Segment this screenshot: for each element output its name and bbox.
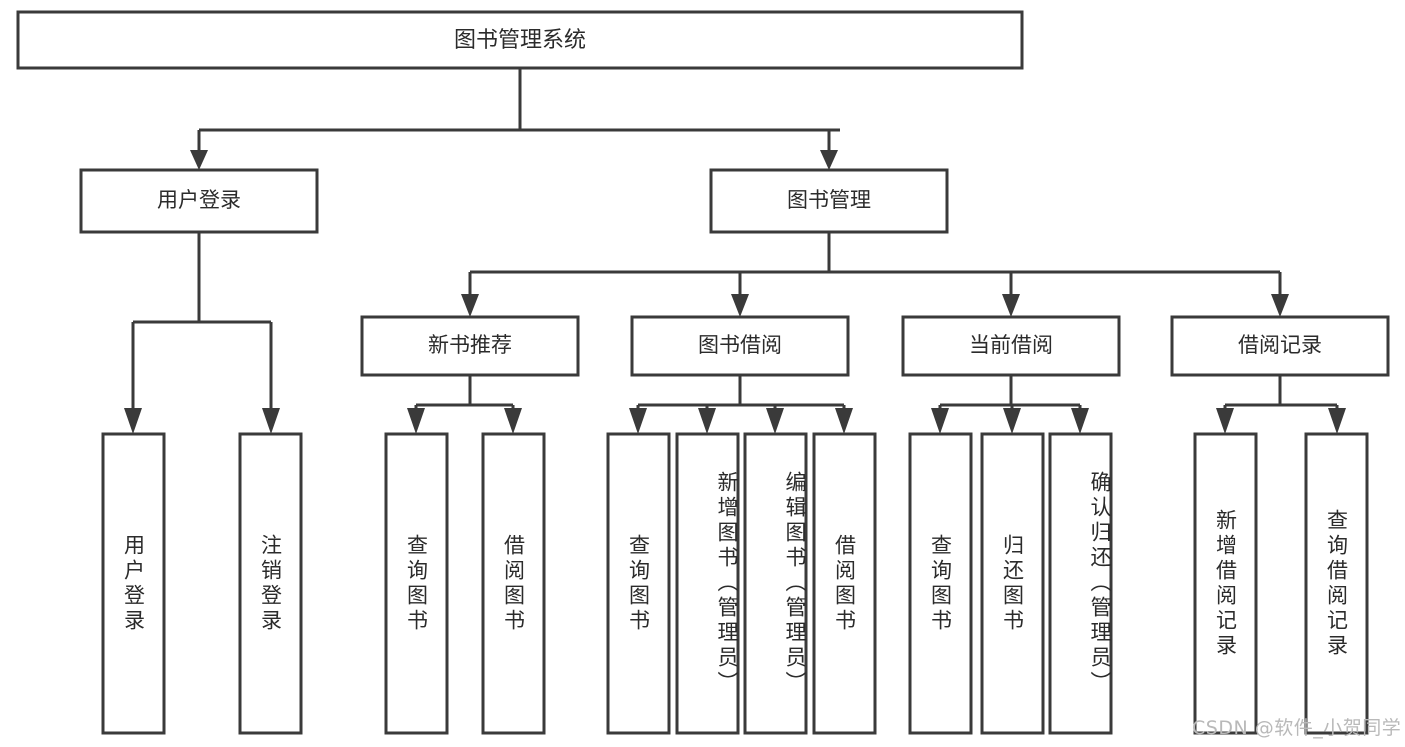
leaf-add-record-box[interactable]	[1193, 432, 1258, 735]
leaf-query-book-3-box[interactable]	[908, 432, 973, 735]
csdn-watermark: CSDN @软件_小贺同学	[1192, 717, 1402, 739]
arrowhead-user-login	[190, 150, 208, 170]
arrowhead-leaf-query-book-2	[629, 408, 647, 434]
node-new-book-rec-box[interactable]	[360, 315, 580, 377]
arrowhead-new-book-rec	[461, 294, 479, 317]
node-user-login-label: 用户登录	[157, 188, 241, 212]
arrowhead-leaf-return-book	[1003, 408, 1021, 434]
arrowhead-book-manage	[820, 150, 838, 170]
arrowhead-book-borrow	[731, 294, 749, 317]
leaf-user-logout-box[interactable]	[238, 432, 303, 735]
leaf-user-login-box[interactable]	[101, 432, 166, 735]
leaf-query-book-1-box[interactable]	[384, 432, 449, 735]
arrowhead-current-borrow	[1002, 294, 1020, 317]
leaf-borrow-book-1-box[interactable]	[481, 432, 546, 735]
arrowhead-leaf-confirm-return	[1071, 408, 1089, 434]
arrowhead-leaf-user-logout	[262, 408, 280, 434]
arrowhead-leaf-edit-book	[766, 408, 784, 434]
arrowhead-leaf-add-book	[698, 408, 716, 434]
node-root-label: 图书管理系统	[454, 28, 586, 53]
arrowhead-leaf-add-record	[1216, 408, 1234, 434]
arrowhead-leaf-query-book-1	[407, 408, 425, 434]
node-book-borrow-label: 图书借阅	[698, 333, 782, 357]
leaf-confirm-return-box[interactable]	[1048, 432, 1113, 735]
arrowhead-leaf-query-record	[1328, 408, 1346, 434]
arrowhead-leaf-borrow-book-1	[504, 408, 522, 434]
leaf-query-record-box[interactable]	[1304, 432, 1369, 735]
node-new-book-rec-label: 新书推荐	[428, 333, 512, 357]
arrowhead-leaf-borrow-book-2	[835, 408, 853, 434]
leaf-borrow-book-2-box[interactable]	[812, 432, 877, 735]
node-root[interactable]: 图书管理系统	[16, 10, 1024, 70]
arrowhead-leaf-query-book-3	[931, 408, 949, 434]
node-borrow-record-label: 借阅记录	[1238, 333, 1322, 357]
node-borrow-record-box[interactable]	[1170, 315, 1390, 377]
node-user-login[interactable]: 用户登录	[79, 168, 319, 234]
node-book-manage-box[interactable]	[709, 168, 949, 234]
node-book-manage[interactable]: 图书管理	[709, 168, 949, 234]
leaf-add-book-box[interactable]	[675, 432, 740, 735]
node-root-box[interactable]	[16, 10, 1024, 70]
node-user-login-box[interactable]	[79, 168, 319, 234]
node-new-book-rec[interactable]: 新书推荐	[360, 315, 580, 377]
node-borrow-record[interactable]: 借阅记录	[1170, 315, 1390, 377]
node-book-borrow[interactable]: 图书借阅	[630, 315, 850, 377]
arrowhead-borrow-record	[1271, 294, 1289, 317]
leaf-return-book-box[interactable]	[980, 432, 1045, 735]
connector-layer	[124, 68, 1346, 434]
leaf-query-book-2-box[interactable]	[606, 432, 671, 735]
node-current-borrow[interactable]: 当前借阅	[901, 315, 1121, 377]
node-book-borrow-box[interactable]	[630, 315, 850, 377]
node-book-manage-label: 图书管理	[787, 188, 871, 212]
node-current-borrow-box[interactable]	[901, 315, 1121, 377]
leaf-edit-book-box[interactable]	[743, 432, 808, 735]
arrowhead-leaf-user-login	[124, 408, 142, 434]
node-current-borrow-label: 当前借阅	[969, 333, 1053, 357]
